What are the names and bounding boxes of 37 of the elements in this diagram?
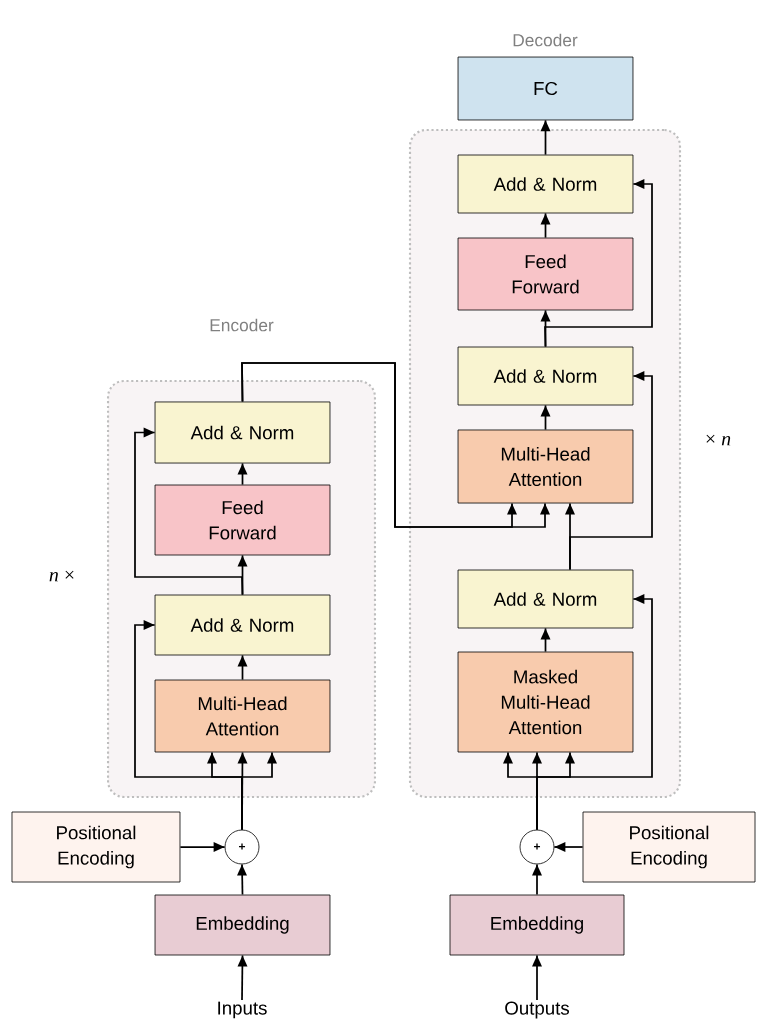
process-box: Positional Encoding [582,811,756,883]
process-box: Add & Norm [154,594,331,656]
process-box: Feed Forward [154,484,331,556]
arrow [237,863,247,896]
arrow [532,954,542,1001]
arrow [540,404,551,431]
arrow [532,863,542,896]
process-box: Add & Norm [457,346,634,406]
input-label: Inputs [218,1001,267,1019]
arrow [540,627,551,653]
arrow [553,842,584,852]
arrow [540,119,551,156]
arrow [569,371,653,571]
repeat-label: n × [49,570,74,582]
process-box: Multi-Head Attention [457,429,634,504]
arrow [536,594,653,831]
process-box: Add & Norm [457,154,634,214]
process-box: Add & Norm [457,569,634,629]
arrow [134,620,243,831]
arrow [237,954,248,1001]
arrow [237,654,248,681]
process-box: Embedding [449,894,625,956]
process-box: Positional Encoding [11,811,181,883]
arrow [540,212,551,239]
process-box: Multi-Head Attention [154,679,331,753]
arrow [179,842,226,852]
process-box: Add & Norm [154,401,331,464]
arrow [134,427,244,596]
process-box: FC [457,56,634,121]
process-box: Embedding [154,894,331,956]
repeat-label: × n [706,434,731,446]
arrow [544,179,653,348]
input-label: Outputs [505,1001,569,1019]
process-box: Masked Multi-Head Attention [457,651,634,753]
process-box: Feed Forward [457,237,634,311]
panel-heading: Encoder [210,318,274,332]
arrow [237,462,248,486]
